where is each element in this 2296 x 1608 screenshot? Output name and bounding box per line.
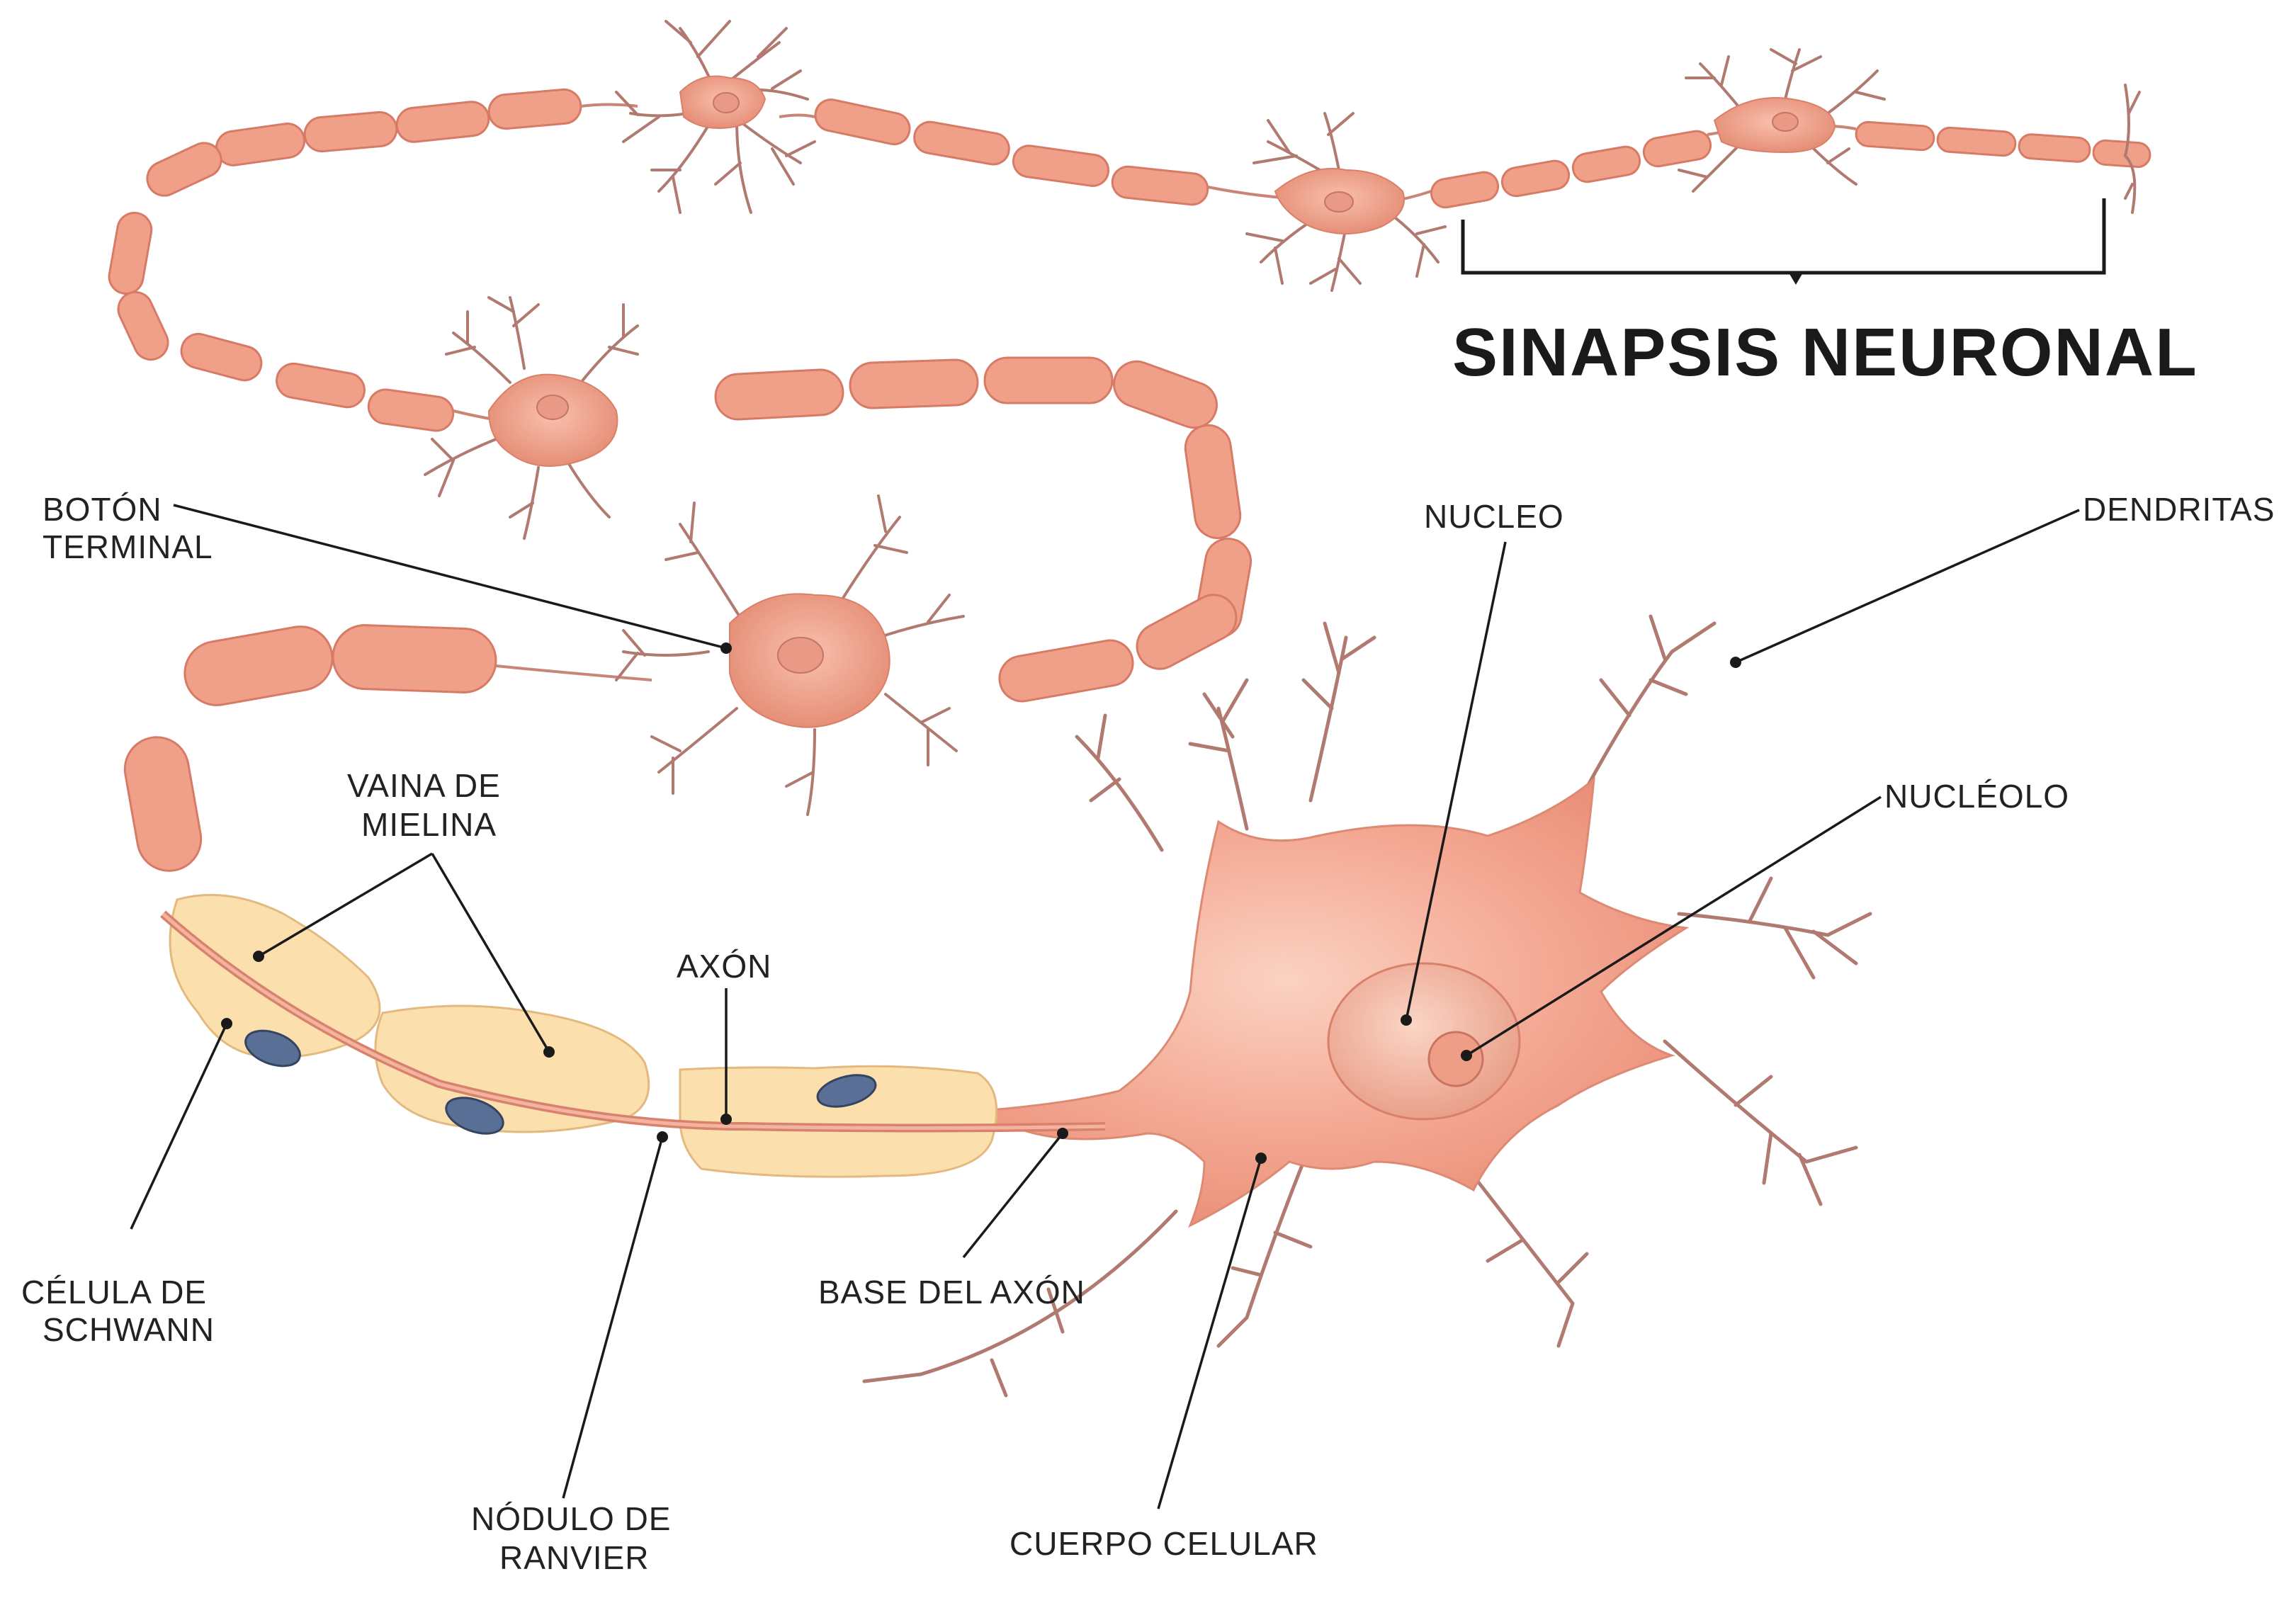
labels: BOTÓN TERMINAL NUCLEO DENDRITAS NUCLÉOLO… xyxy=(21,491,2275,1576)
title-bracket xyxy=(1461,198,2106,285)
leader-lines xyxy=(130,504,2080,1510)
myelin-segments-middle-right xyxy=(1430,130,1712,209)
schwann-nucleus xyxy=(244,1029,301,1068)
schwann-nucleus xyxy=(816,1074,877,1108)
label-nodulo-ranvier-line1: NÓDULO DE xyxy=(471,1500,671,1537)
neuron-right xyxy=(1678,48,2141,214)
schwann-cells xyxy=(160,893,1106,1178)
label-nucleolo: NUCLÉOLO xyxy=(1884,778,2069,815)
label-nodulo-ranvier-line2: RANVIER xyxy=(499,1539,649,1576)
myelin-segments-top xyxy=(108,88,582,432)
neuron-top xyxy=(615,20,816,214)
diagram-title: SINAPSIS NEURONAL xyxy=(1452,315,2198,390)
label-dendritas: DENDRITAS xyxy=(2083,491,2275,528)
neuron-left-middle xyxy=(424,296,639,540)
myelin-segments-loop xyxy=(714,356,1252,703)
schwann-nucleus xyxy=(445,1097,504,1135)
label-vaina-mielina-line2: MIELINA xyxy=(361,806,497,843)
main-neuron xyxy=(862,614,1872,1398)
label-celula-schwann-line1: CÉLULA DE xyxy=(21,1274,207,1310)
label-nucleo: NUCLEO xyxy=(1424,498,1564,535)
myelin-segments-top-middle xyxy=(814,98,1209,206)
label-boton-terminal-line1: BOTÓN xyxy=(43,491,162,528)
label-cuerpo-celular: CUERPO CELULAR xyxy=(1010,1525,1318,1562)
myelin-segments-far-right xyxy=(1855,120,2151,169)
nucleolus xyxy=(1427,1031,1484,1087)
label-vaina-mielina-line1: VAINA DE xyxy=(347,767,501,804)
neuron-middle xyxy=(1245,112,1447,292)
label-axon: AXÓN xyxy=(677,948,771,985)
label-base-axon: BASE DEL AXÓN xyxy=(818,1274,1085,1310)
main-cell-body xyxy=(885,776,1690,1228)
myelin-segments-lower xyxy=(123,624,497,872)
label-boton-terminal-line2: TERMINAL xyxy=(43,528,213,565)
neuron-center xyxy=(615,494,965,816)
main-dendrites xyxy=(862,614,1872,1398)
label-celula-schwann-line2: SCHWANN xyxy=(43,1311,215,1348)
upper-axon-chain xyxy=(108,88,2151,872)
